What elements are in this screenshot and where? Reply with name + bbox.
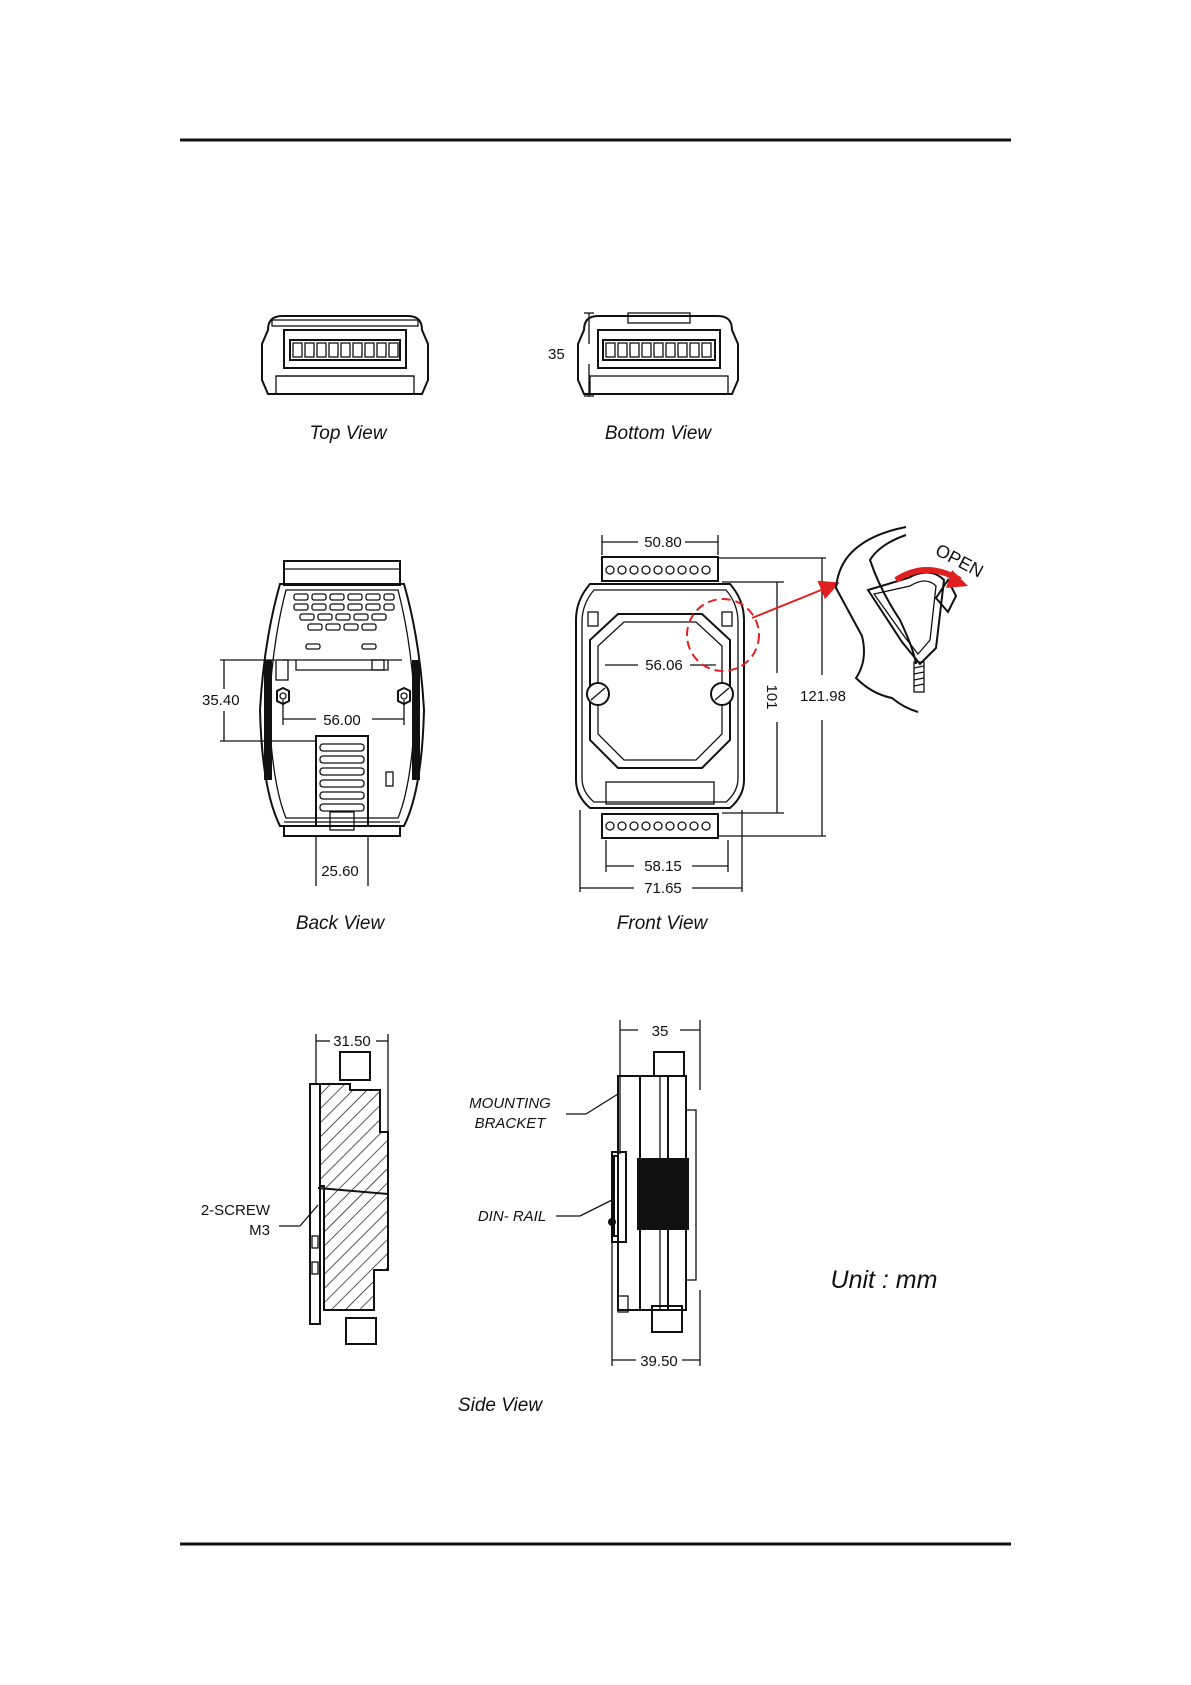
back-view-drawing [220, 561, 424, 886]
bottom-view-caption: Bottom View [605, 423, 713, 444]
front-bottom-outer-dim: 71.65 [644, 880, 682, 897]
bottom-view-drawing [578, 313, 738, 396]
front-inner-height-dim: 101 [763, 684, 780, 709]
bracket-label-2: BRACKET [475, 1115, 548, 1132]
back-view-caption: Back View [296, 913, 386, 934]
screw-label-1: 2-SCREW [201, 1202, 271, 1219]
front-view-caption: Front View [617, 913, 709, 934]
side-total-depth-dim: 39.50 [640, 1353, 678, 1370]
side-rail-drawing [556, 1020, 700, 1366]
back-screw-spacing-dim: 56.00 [323, 712, 361, 729]
back-height-dim: 35.40 [202, 692, 240, 709]
screw-label-2: M3 [249, 1222, 270, 1239]
side-depth-dim: 31.50 [333, 1033, 371, 1050]
side-section-drawing [279, 1034, 388, 1344]
bracket-label-1: MOUNTING [469, 1095, 551, 1112]
side-height-dim: 35 [652, 1023, 669, 1040]
unit-label: Unit : mm [831, 1266, 938, 1294]
bottom-height-dim: 35 [548, 346, 565, 363]
front-bottom-inner-dim: 58.15 [644, 858, 682, 875]
back-rail-width-dim: 25.60 [321, 863, 359, 880]
open-label: OPEN [932, 540, 986, 582]
front-top-width-dim: 50.80 [644, 534, 682, 551]
side-view-caption: Side View [458, 1395, 543, 1416]
din-rail-label: DIN- RAIL [478, 1208, 546, 1225]
front-total-height-dim: 121.98 [800, 688, 846, 705]
top-view-caption: Top View [309, 423, 387, 444]
front-view-drawing [576, 535, 836, 892]
front-inner-width-dim: 56.06 [645, 657, 683, 674]
top-view-drawing [262, 316, 428, 394]
